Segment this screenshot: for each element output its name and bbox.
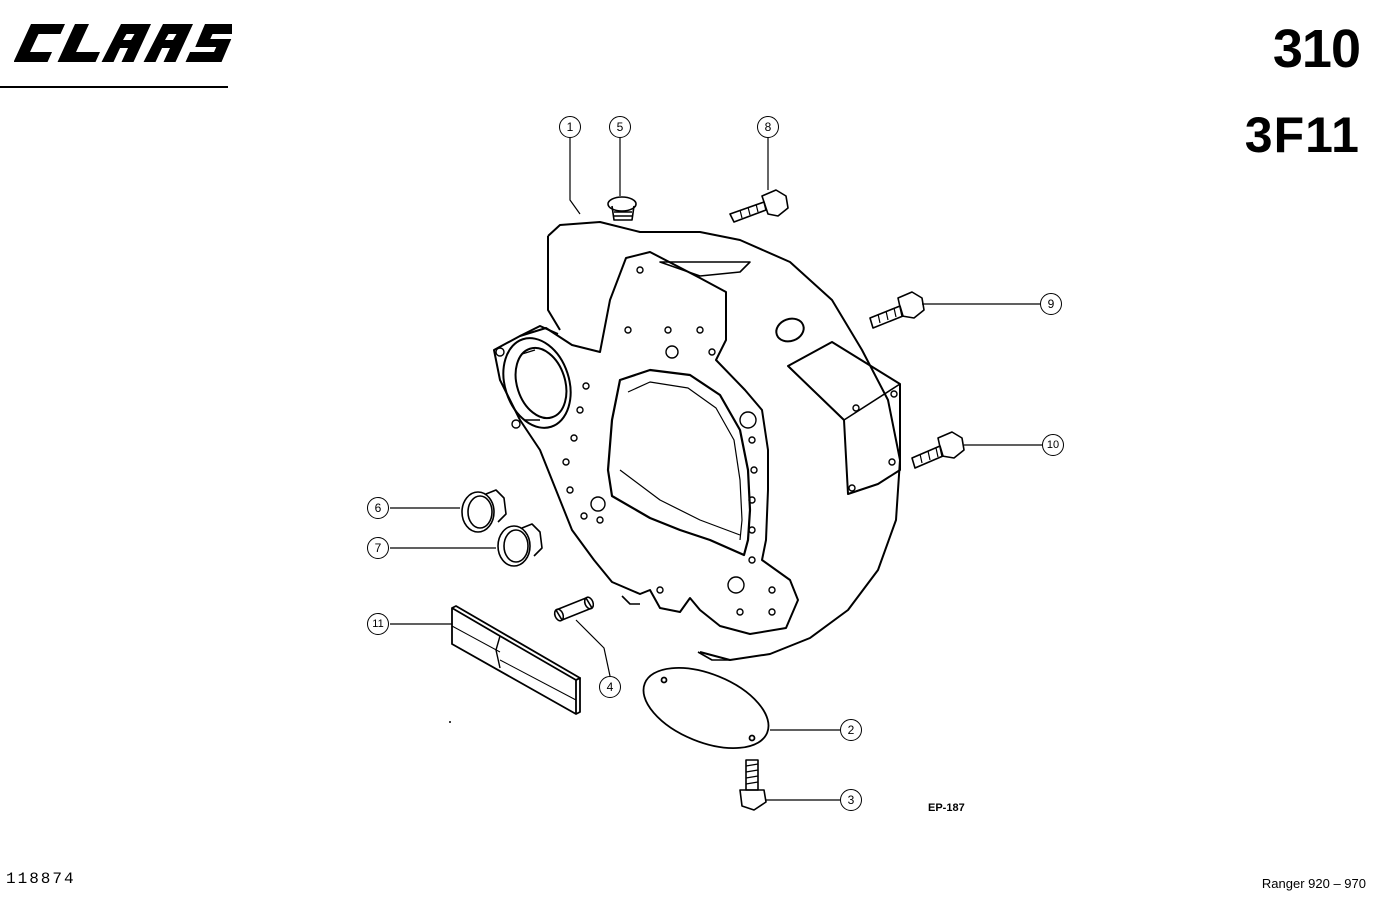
- liner-strips: [451, 605, 581, 715]
- callout-10: 10: [1042, 434, 1064, 456]
- callout-1: 1: [559, 116, 581, 138]
- document-number: 118874: [6, 870, 76, 888]
- breather-plug: [607, 196, 637, 221]
- callout-2: 2: [840, 719, 862, 741]
- model-range: Ranger 920 – 970: [1261, 876, 1366, 891]
- flange-holes: [495, 266, 898, 616]
- drawing-reference: EP-187: [928, 802, 965, 814]
- plug-6: [461, 489, 507, 533]
- callout-6: 6: [367, 497, 389, 519]
- group-number: 3F11: [1244, 107, 1360, 163]
- bolt-10: [911, 431, 965, 469]
- screw-3: [739, 759, 767, 811]
- cover-plate: [642, 667, 770, 749]
- dowel-pin: [553, 596, 595, 622]
- callout-8: 8: [757, 116, 779, 138]
- bolt-8: [729, 189, 789, 223]
- bolt-9: [869, 291, 925, 329]
- callout-4: 4: [599, 676, 621, 698]
- page-number: 310: [1272, 19, 1361, 79]
- flywheel-housing: [493, 221, 901, 661]
- callout-5: 5: [609, 116, 631, 138]
- callout-3: 3: [840, 789, 862, 811]
- callout-7: 7: [367, 537, 389, 559]
- claas-logo: [14, 24, 232, 62]
- plug-7: [497, 523, 543, 567]
- callout-11: 11: [367, 613, 389, 635]
- header-rule: [0, 86, 228, 88]
- callout-9: 9: [1040, 293, 1062, 315]
- leader-lines: [390, 138, 1042, 801]
